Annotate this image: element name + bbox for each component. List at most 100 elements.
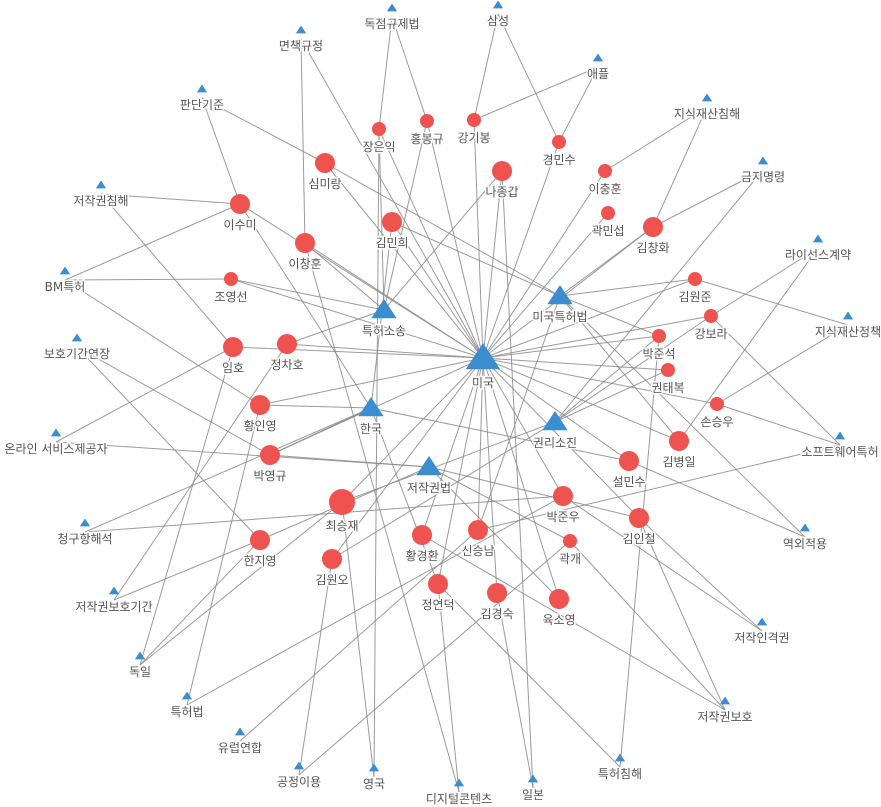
person-node[interactable]: 최승재 <box>324 489 360 535</box>
keyword-node[interactable]: 저작권보호 <box>696 696 754 726</box>
person-node[interactable]: 정차호 <box>269 334 305 374</box>
edge-미국-설민수 <box>482 357 630 462</box>
circle-icon <box>230 194 250 214</box>
keyword-node[interactable]: 보호기간연장 <box>42 333 112 363</box>
keyword-node[interactable]: 라이선스계약 <box>783 234 853 264</box>
keyword-node[interactable]: 공정이용 <box>275 761 323 791</box>
major-keyword-node[interactable]: 미국 <box>465 343 501 392</box>
person-node[interactable]: 이충훈 <box>587 164 623 198</box>
triangle-icon <box>547 285 573 305</box>
person-node[interactable]: 나종갑 <box>484 161 520 201</box>
major-keyword-node[interactable]: 미국특허법 <box>531 285 589 326</box>
triangle-icon <box>465 343 501 370</box>
person-node[interactable]: 손승우 <box>699 397 735 431</box>
keyword-node[interactable]: 저작인격권 <box>733 617 791 647</box>
keyword-label: 면책규정 <box>279 38 323 53</box>
person-node[interactable]: 임호 <box>220 337 246 377</box>
person-node[interactable]: 강기봉 <box>456 113 492 147</box>
edge-특허소송-장은익 <box>378 128 385 311</box>
major-keyword-node[interactable]: 특허소송 <box>360 299 408 340</box>
circle-icon <box>250 395 270 415</box>
person-label: 조영선 <box>214 290 247 304</box>
person-node[interactable]: 박준우 <box>545 486 581 526</box>
keyword-node[interactable]: 소프트웨어특허 <box>800 431 880 461</box>
edge-독일-한지영 <box>139 539 261 666</box>
keyword-node[interactable]: 디지털콘텐츠 <box>424 778 494 807</box>
person-node[interactable]: 김창화 <box>635 217 671 257</box>
person-node[interactable]: 홍봉규 <box>409 114 445 148</box>
person-node[interactable]: 조영선 <box>213 272 249 306</box>
person-node[interactable]: 권태복 <box>650 363 686 397</box>
keyword-node[interactable]: 청구항해석 <box>56 518 114 548</box>
person-node[interactable]: 강보라 <box>693 309 729 343</box>
keyword-node[interactable]: BM특허 <box>43 266 87 296</box>
person-label: 정연덕 <box>421 598 454 612</box>
keyword-node[interactable]: 면책규정 <box>277 25 325 55</box>
keyword-node[interactable]: 지식재산정책 <box>813 311 881 341</box>
person-node[interactable]: 육소영 <box>541 589 577 629</box>
triangle-icon <box>368 763 380 772</box>
keyword-label: 삼성 <box>487 14 509 28</box>
person-node[interactable]: 신승남 <box>460 520 496 560</box>
keyword-node[interactable]: 특허법 <box>169 691 205 721</box>
edge-저작권보호기간-한지영 <box>113 539 261 601</box>
circle-icon <box>315 153 335 173</box>
person-node[interactable]: 심미랑 <box>307 153 343 193</box>
circle-icon <box>563 534 577 548</box>
person-label: 강보라 <box>694 327 727 341</box>
person-node[interactable]: 이수미 <box>222 194 258 234</box>
person-node[interactable]: 김경숙 <box>479 583 515 623</box>
keyword-node[interactable]: 금지명령 <box>739 156 787 186</box>
keyword-label: 저작권침해 <box>73 194 128 208</box>
person-label: 김원준 <box>678 290 711 304</box>
keyword-node[interactable]: 판단기준 <box>178 84 226 114</box>
keyword-label: 유럽연합 <box>218 741 262 755</box>
person-node[interactable]: 김인철 <box>621 508 657 548</box>
person-node[interactable]: 황인영 <box>242 395 278 435</box>
person-node[interactable]: 김원오 <box>314 549 350 589</box>
keyword-node[interactable]: 독일 <box>127 651 153 681</box>
person-label: 경민수 <box>542 153 575 167</box>
keyword-node[interactable]: 저작권보호기간 <box>74 586 154 616</box>
keyword-label: 금지명령 <box>741 170 785 184</box>
person-node[interactable]: 김병일 <box>661 431 697 471</box>
keyword-node[interactable]: 역외적용 <box>781 523 829 553</box>
keyword-node[interactable]: 저작권침해 <box>72 180 130 210</box>
keyword-node[interactable]: 특허침해 <box>596 753 644 783</box>
keyword-node[interactable]: 온라인 서비스제공자 <box>3 428 109 458</box>
major-keyword-node[interactable]: 한국 <box>358 397 384 438</box>
triangle-icon <box>79 518 91 527</box>
person-node[interactable]: 김민희 <box>374 212 410 252</box>
edge-미국특허법-김원준 <box>559 278 696 297</box>
person-node[interactable]: 박영규 <box>252 445 288 485</box>
person-node[interactable]: 설민수 <box>611 451 647 491</box>
person-node[interactable]: 박준석 <box>641 329 677 363</box>
keyword-node[interactable]: 영국 <box>361 763 387 793</box>
edge-미국-김민희 <box>391 221 484 359</box>
person-node[interactable]: 김원준 <box>677 272 713 306</box>
person-node[interactable]: 한지영 <box>242 530 278 570</box>
keyword-node[interactable]: 삼성 <box>485 0 511 30</box>
person-node[interactable]: 정연덕 <box>420 574 456 614</box>
person-label: 육소영 <box>542 613 575 627</box>
triangle-icon <box>492 0 504 9</box>
edge-애플-강기봉 <box>473 66 599 121</box>
keyword-label: 독점규제법 <box>364 17 419 31</box>
keyword-node[interactable]: 애플 <box>585 53 611 83</box>
keyword-node[interactable]: 유럽연합 <box>216 727 264 757</box>
person-node[interactable]: 곽개 <box>557 534 583 568</box>
person-node[interactable]: 장은익 <box>361 122 397 156</box>
major-keyword-node[interactable]: 저작권법 <box>405 456 453 497</box>
keyword-node[interactable]: 지식재산침해 <box>672 93 742 123</box>
person-node[interactable]: 곽민섭 <box>590 206 626 240</box>
keyword-node[interactable]: 독점규제법 <box>363 3 421 33</box>
major-keyword-node[interactable]: 권리소진 <box>531 411 579 452</box>
person-node[interactable]: 황경환 <box>404 525 440 565</box>
edge-한국-황인영 <box>259 404 372 409</box>
edge-한국-정연덕 <box>370 407 439 585</box>
edge-권리소진-강보라 <box>554 315 712 423</box>
edge-일본-나종갑 <box>501 170 534 789</box>
person-node[interactable]: 경민수 <box>541 135 577 169</box>
keyword-node[interactable]: 일본 <box>520 774 546 804</box>
person-node[interactable]: 이창훈 <box>287 233 323 273</box>
